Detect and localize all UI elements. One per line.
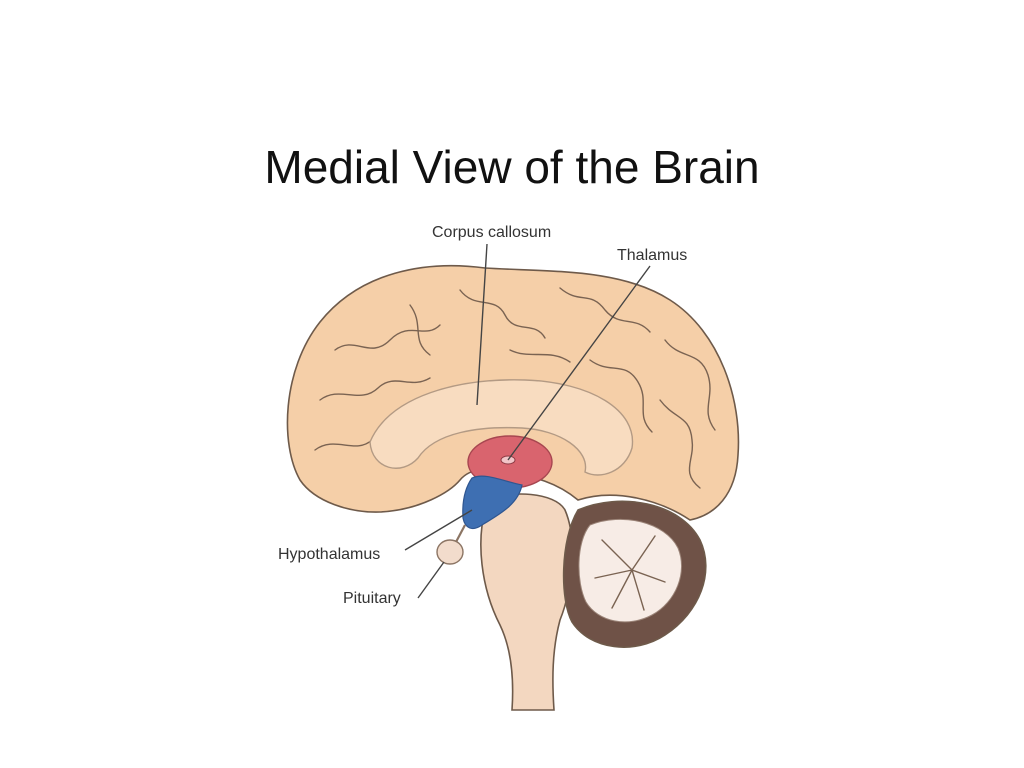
hypothalamus-leader: [404, 509, 473, 551]
thalamus-leader: [507, 265, 651, 461]
pituitary: [436, 539, 464, 565]
label-corpus-callosum: Corpus callosum: [432, 224, 551, 241]
label-hypothalamus: Hypothalamus: [278, 546, 380, 563]
cerebellum: [562, 500, 707, 648]
brain-diagram: Corpus callosum Thalamus Hypothalamus Pi…: [278, 224, 740, 711]
pituitary-leader: [417, 561, 445, 599]
corpus-callosum: [369, 379, 634, 476]
label-pituitary: Pituitary: [343, 590, 401, 607]
brainstem: [480, 493, 574, 711]
gyri: [314, 287, 716, 489]
label-thalamus: Thalamus: [617, 247, 687, 264]
slide-title: Medial View of the Brain: [264, 141, 760, 193]
corpus-callosum-leader: [476, 243, 488, 406]
hypothalamus: [462, 475, 523, 530]
pituitary-stalk: [455, 524, 466, 543]
